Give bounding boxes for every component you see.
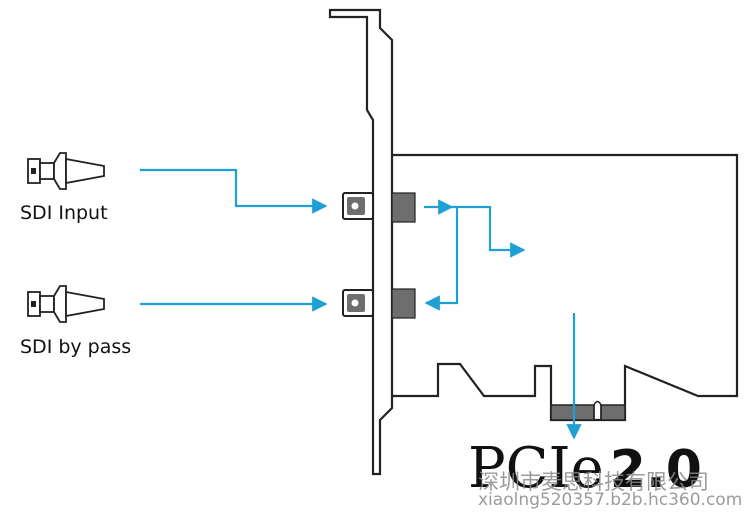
pcie-text: PCIe [468, 436, 604, 501]
bnc-connector-icon [27, 285, 105, 323]
pcb-board-outline [392, 153, 739, 422]
watermark-company: 深圳市麦思科技有限公司 [478, 470, 709, 494]
edge-connector [550, 400, 626, 421]
sdi-bypass-label: SDI by pass [20, 336, 132, 358]
mounting-bracket [328, 8, 394, 476]
processing-arrow [452, 205, 526, 258]
bnc-port-bottom [342, 288, 416, 319]
sdi-input-arrow [140, 168, 328, 214]
bnc-connector-icon [27, 152, 105, 190]
sdi-input-label: SDI Input [20, 202, 108, 224]
loopthrough-arrow [424, 207, 459, 311]
signal-arrows [140, 168, 582, 440]
pcie-version: 2.0 [609, 440, 702, 500]
bnc-port-top [342, 192, 416, 223]
watermark-url: xiaolng520357.b2b.hc360.com [478, 490, 743, 510]
